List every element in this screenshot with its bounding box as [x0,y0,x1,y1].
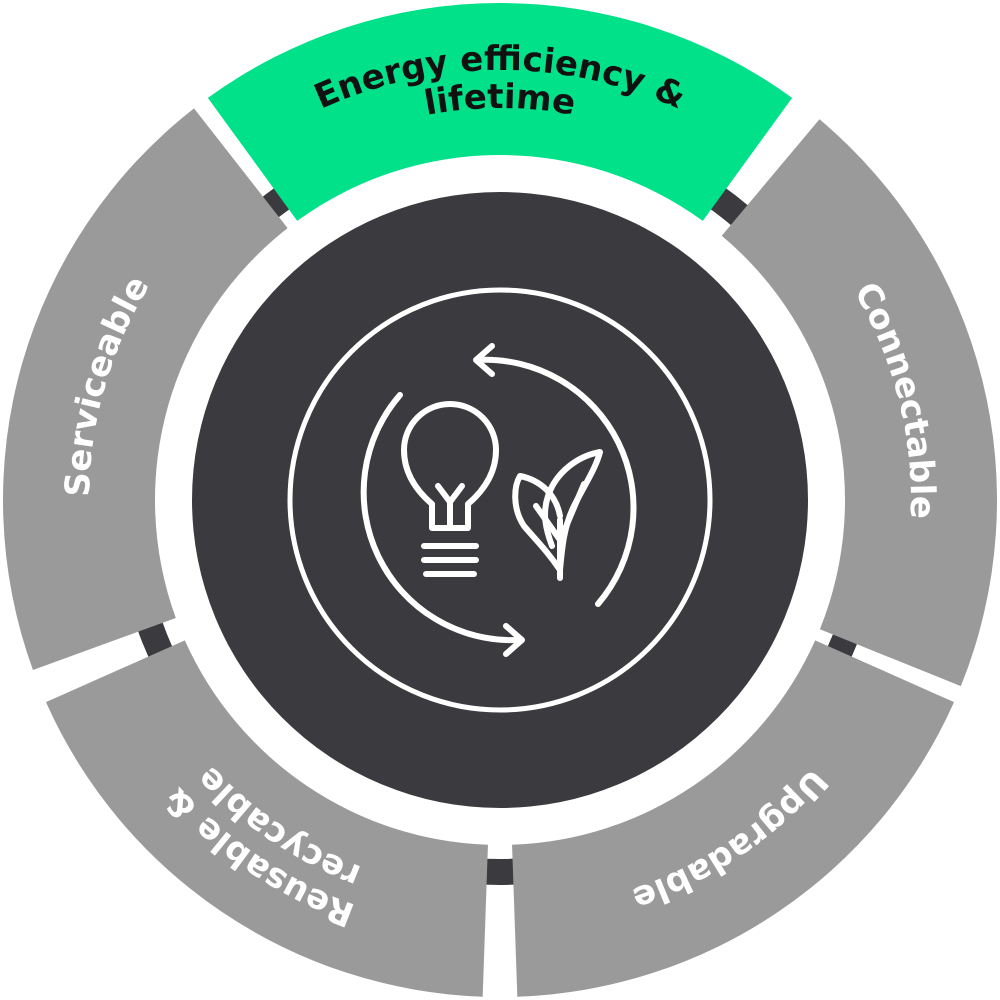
circular-arrows-icon [360,343,637,657]
leaf-icon [512,449,603,581]
segment-connectable: Connectable [721,119,997,687]
segment-serviceable: Serviceable [2,108,288,670]
segment-reusable: Reusable &recycable [45,640,488,997]
segment-reusable-shape [45,640,488,997]
light-bulb-icon [401,401,499,577]
segment-energy: Energy efficiency &lifetime [207,3,793,221]
segment-connectable-shape [721,119,997,687]
segment-serviceable-shape [2,108,288,670]
center-disc [192,192,808,808]
segment-energy-shape [207,3,793,221]
segment-upgradable-shape [512,640,955,997]
center-icon-group [287,287,713,713]
icon-outer-ring [287,287,713,713]
